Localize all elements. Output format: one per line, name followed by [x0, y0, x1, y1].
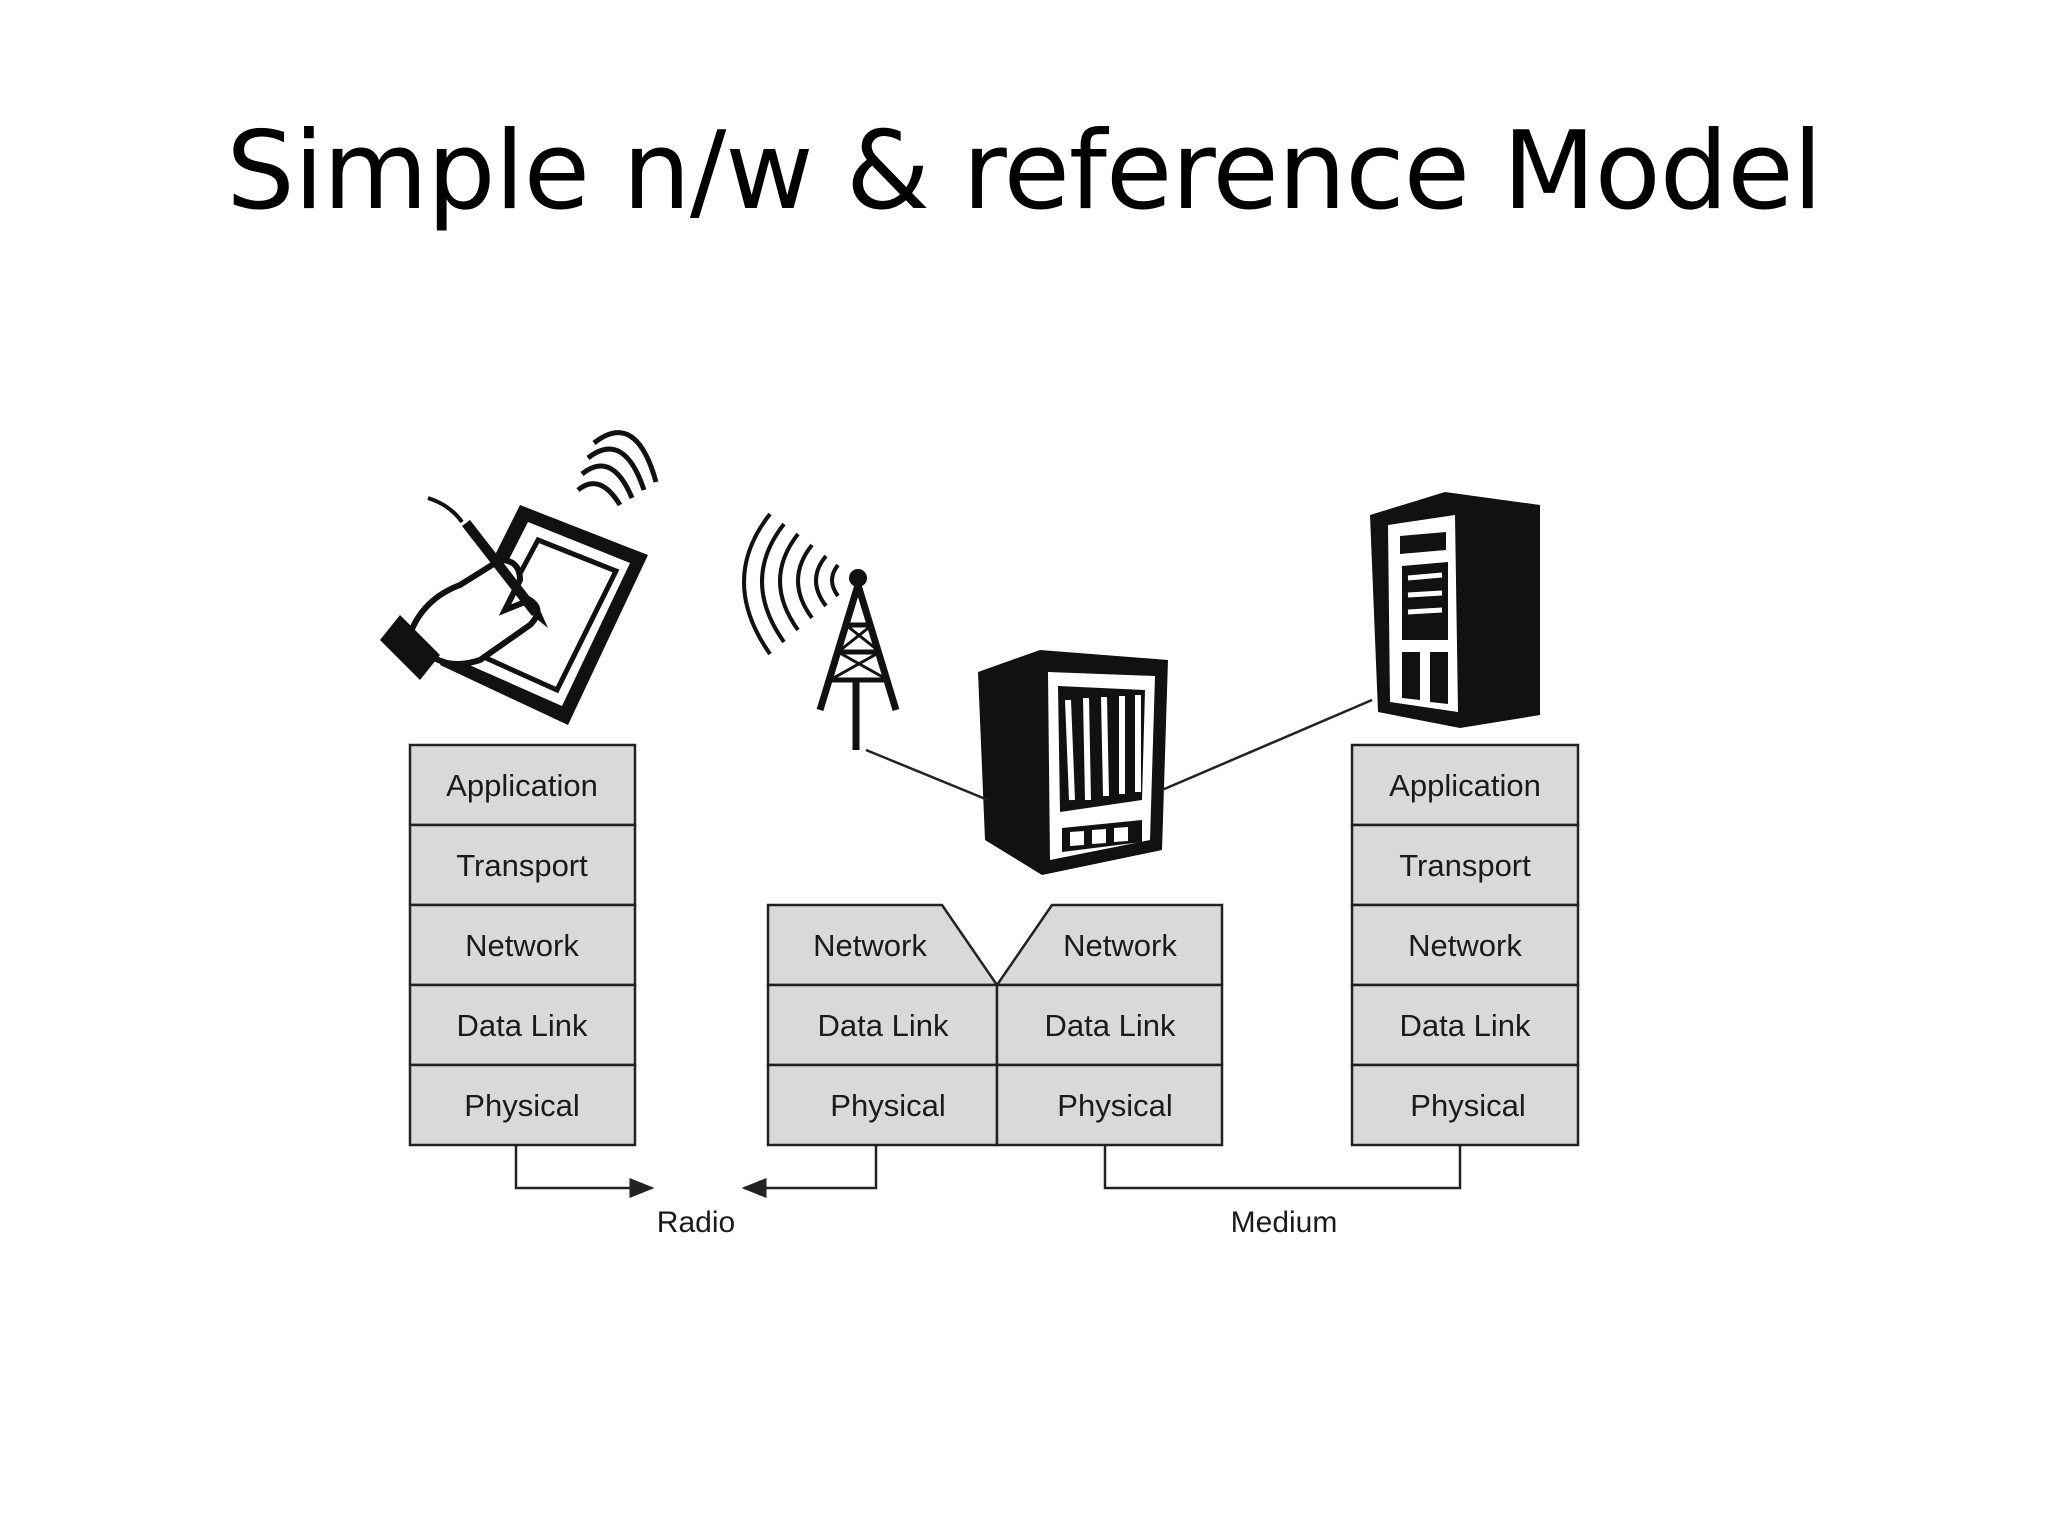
left-layer-transport: [408, 823, 637, 907]
left-protocol-stack: Application Transport Network Data Link …: [408, 743, 637, 1147]
right-layer-transport: [1350, 823, 1580, 907]
right-layer-physical: [1350, 1063, 1580, 1147]
router-server-link: [1161, 698, 1373, 792]
router-layer-datalink-right: [995, 983, 1224, 1067]
radio-label: Radio: [657, 1206, 735, 1239]
left-layer-network: [408, 903, 637, 987]
router-layer-physical-left: [766, 1063, 999, 1147]
left-layer-physical: [408, 1063, 637, 1147]
tower-router-link: [865, 748, 989, 802]
radio-tower-icon: [742, 512, 900, 750]
router-protocol-stack: Network Network Data Link Data Link Phys…: [766, 903, 1224, 1147]
left-label-application: Application: [446, 768, 598, 803]
right-label-network: Network: [1408, 928, 1522, 963]
wired-medium-connector: [1103, 1145, 1462, 1190]
router-layer-physical-right: [995, 1063, 1224, 1147]
router-label-datalink-left: Data Link: [818, 1008, 949, 1043]
right-protocol-stack: Application Transport Network Data Link …: [1350, 743, 1580, 1147]
right-label-datalink: Data Link: [1400, 1008, 1531, 1043]
left-label-network: Network: [465, 928, 579, 963]
right-layer-datalink: [1350, 983, 1580, 1067]
tablet-pen-icon: [380, 430, 659, 725]
left-label-datalink: Data Link: [457, 1008, 588, 1043]
slide-title: Simple n/w & reference Model: [226, 109, 1822, 234]
radio-connector: [514, 1145, 878, 1198]
left-label-transport: Transport: [456, 848, 588, 883]
right-label-physical: Physical: [1410, 1088, 1525, 1123]
right-label-application: Application: [1389, 768, 1541, 803]
router-icon: [978, 650, 1168, 875]
right-layer-application: [1350, 743, 1580, 827]
router-label-network-right: Network: [1063, 928, 1177, 963]
router-label-datalink-right: Data Link: [1045, 1008, 1176, 1043]
router-label-physical-left: Physical: [830, 1088, 945, 1123]
left-label-physical: Physical: [464, 1088, 579, 1123]
server-icon: [1370, 492, 1540, 728]
right-label-transport: Transport: [1399, 848, 1531, 883]
medium-label: Medium: [1231, 1206, 1338, 1239]
left-layer-application: [408, 743, 637, 827]
router-label-network-left: Network: [813, 928, 927, 963]
router-label-physical-right: Physical: [1057, 1088, 1172, 1123]
